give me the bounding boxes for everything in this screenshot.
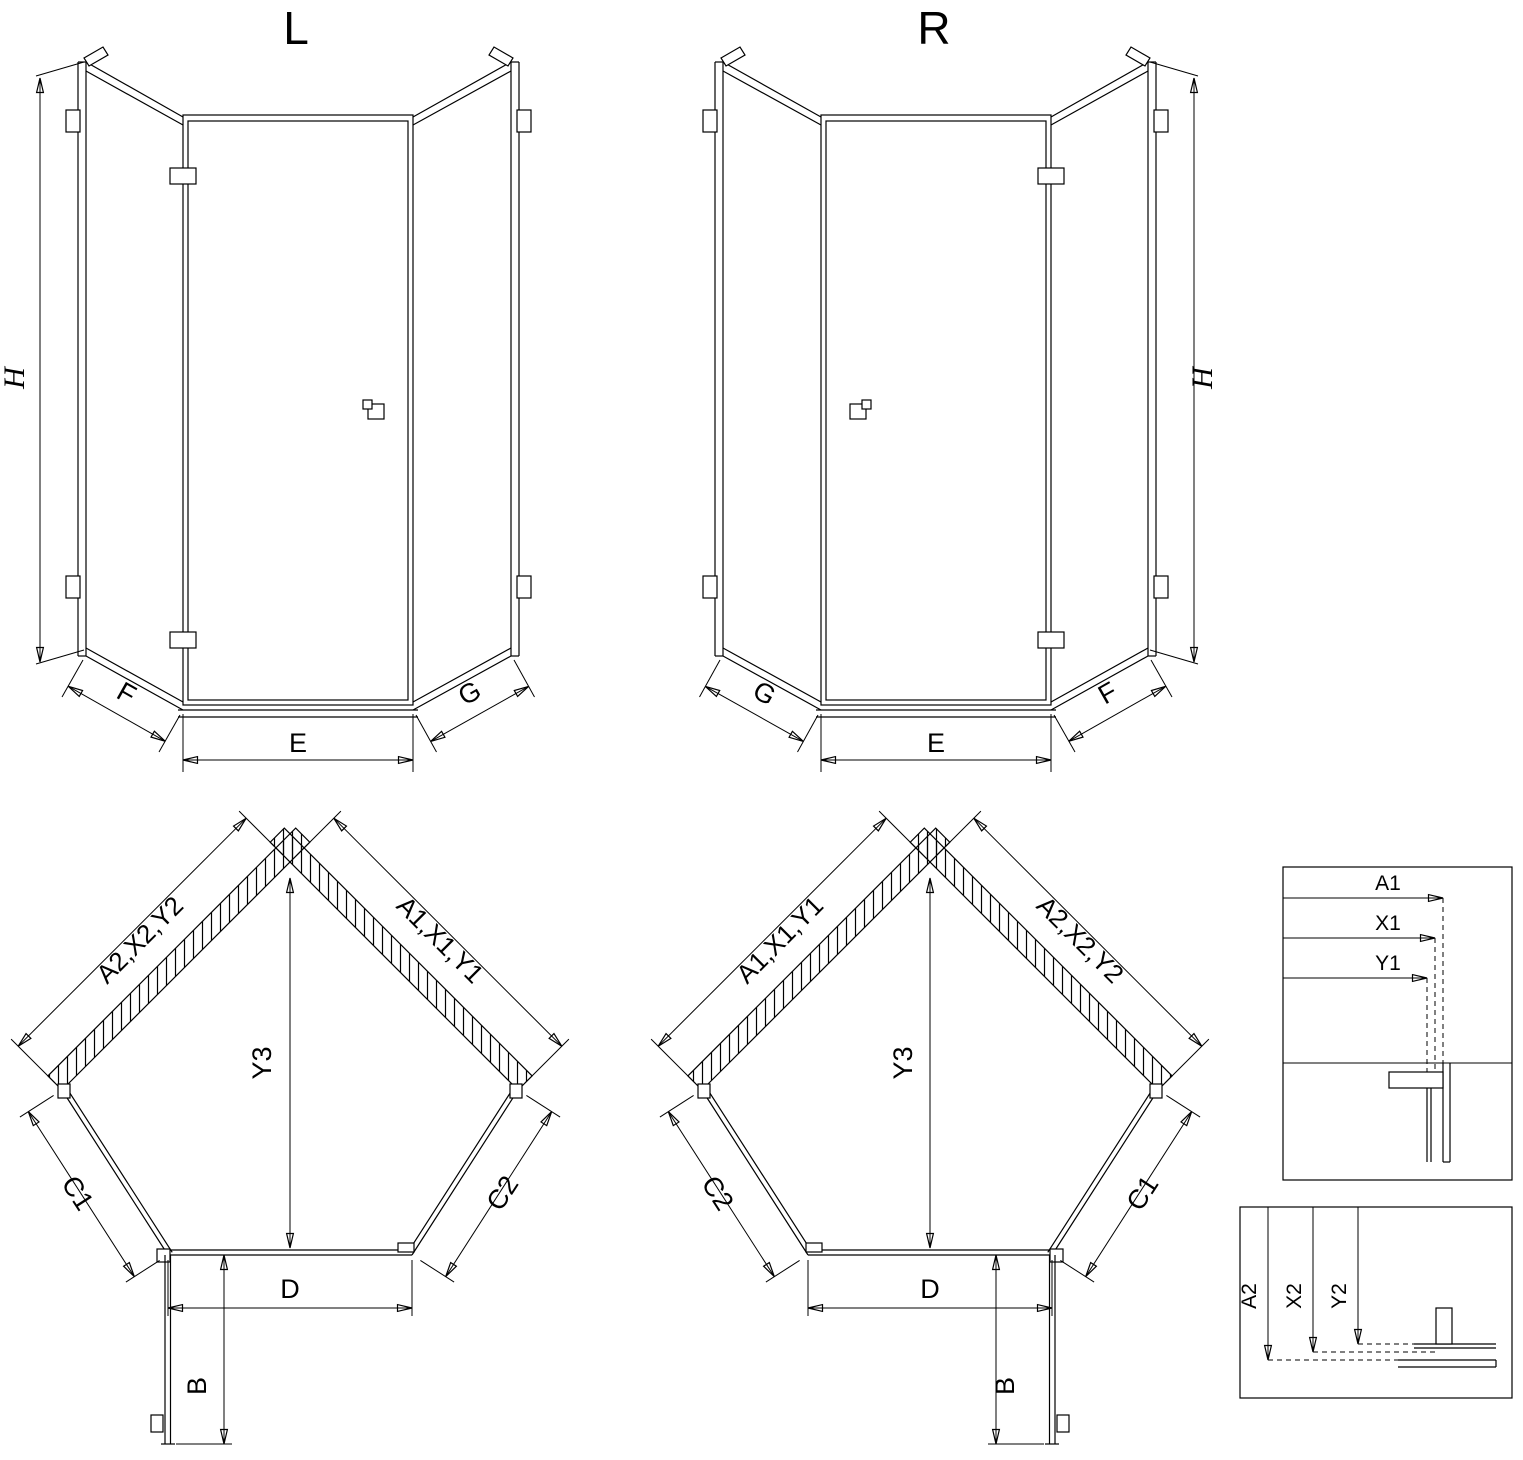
dim-label-b: B [182,1377,212,1395]
wall-profile-right [510,61,532,657]
dim-label-f: F [1093,676,1122,710]
dim-label-c2: C2 [696,1170,740,1215]
glass-panel-right [407,1086,519,1256]
plan-r-view: A1,X1,Y1 A2,X2,Y2 Y3 C2 C1 D B [651,811,1209,1444]
dim-label-d: D [920,1274,940,1304]
shower-plan-geometry [10,810,570,1445]
door-closed [168,1249,412,1256]
detail-frame [1239,1206,1513,1399]
mount-bracket [1388,1071,1444,1089]
wall-hatch-right [269,827,533,1091]
door-hinge [169,167,197,185]
wall-bracket [65,575,81,599]
dim-label-c1: C1 [56,1170,100,1215]
view-title-r: R [917,2,950,54]
dim-label-g: G [453,675,486,711]
dim-label-a1: A1 [1375,872,1401,895]
mount-bracket [1435,1307,1453,1345]
wall-bracket [65,109,81,133]
base-tray [178,709,418,718]
dim-c2-lines [420,1094,561,1283]
elevation-l-view: L H F E G [0,2,535,772]
dim-label-h: H [1186,365,1219,390]
dim-f-lines [61,659,181,753]
door-panel [169,114,414,706]
dim-d-lines [167,1260,413,1316]
dim-label-y1: Y1 [1375,952,1401,975]
glass-clamp [83,46,109,67]
corner-profile [57,1083,71,1099]
dim-label-g: G [748,675,781,711]
dim-label-a2: A2 [1238,1283,1261,1309]
dim-label-x2: X2 [1283,1283,1306,1309]
dim-label-f: F [112,676,141,710]
dim-label-e: E [927,728,945,758]
dim-c1-lines [19,1094,160,1283]
dim-wall-left-lines [10,810,284,1084]
side-panel-left [83,46,184,711]
side-panel-right [412,46,514,711]
detail-frame [1282,866,1513,1181]
dim-label-c1: C1 [1120,1170,1164,1215]
door-handle [362,399,373,410]
door-open [150,1255,175,1445]
dim-wall-right-lines [296,810,570,1084]
door-handle [150,1414,164,1433]
door-hinge [169,631,197,649]
wall-bracket [516,575,532,599]
plan-hardware [57,1083,523,1263]
dim-label-h: H [0,365,31,390]
dim-label-b: B [990,1377,1020,1395]
dim-g-lines [415,659,535,753]
dim-e-lines [182,714,414,772]
dim-label-e: E [289,728,307,758]
dim-label-y2: Y2 [1328,1283,1351,1309]
dim-label-y3: Y3 [888,1046,918,1079]
view-title-l: L [283,2,309,54]
dim-label-c2: C2 [480,1170,524,1215]
wall-bracket [516,109,532,133]
wall-profile-left [65,61,87,657]
door-jamb [397,1242,415,1253]
dim-label-d: D [280,1274,300,1304]
detail-top-view: A1 X1 Y1 [1282,866,1513,1181]
profile-section [1398,1307,1497,1368]
plan-l-view: A2,X2,Y2 A1,X1,Y1 Y3 C1 C2 D B [10,810,570,1445]
corner-profile [509,1083,523,1099]
dim-height-lines [35,61,85,665]
glass-clamp [488,46,514,67]
shower-elevation-geometry [35,46,535,772]
dim-b-lines [174,1254,232,1445]
detail-bottom-view: A2 X2 Y2 [1238,1206,1513,1399]
profile-section [1388,1063,1451,1163]
dim-label-x1: X1 [1375,912,1401,935]
elevation-r-view: R H G E F [700,2,1219,772]
dim-label-y3: Y3 [247,1046,277,1079]
